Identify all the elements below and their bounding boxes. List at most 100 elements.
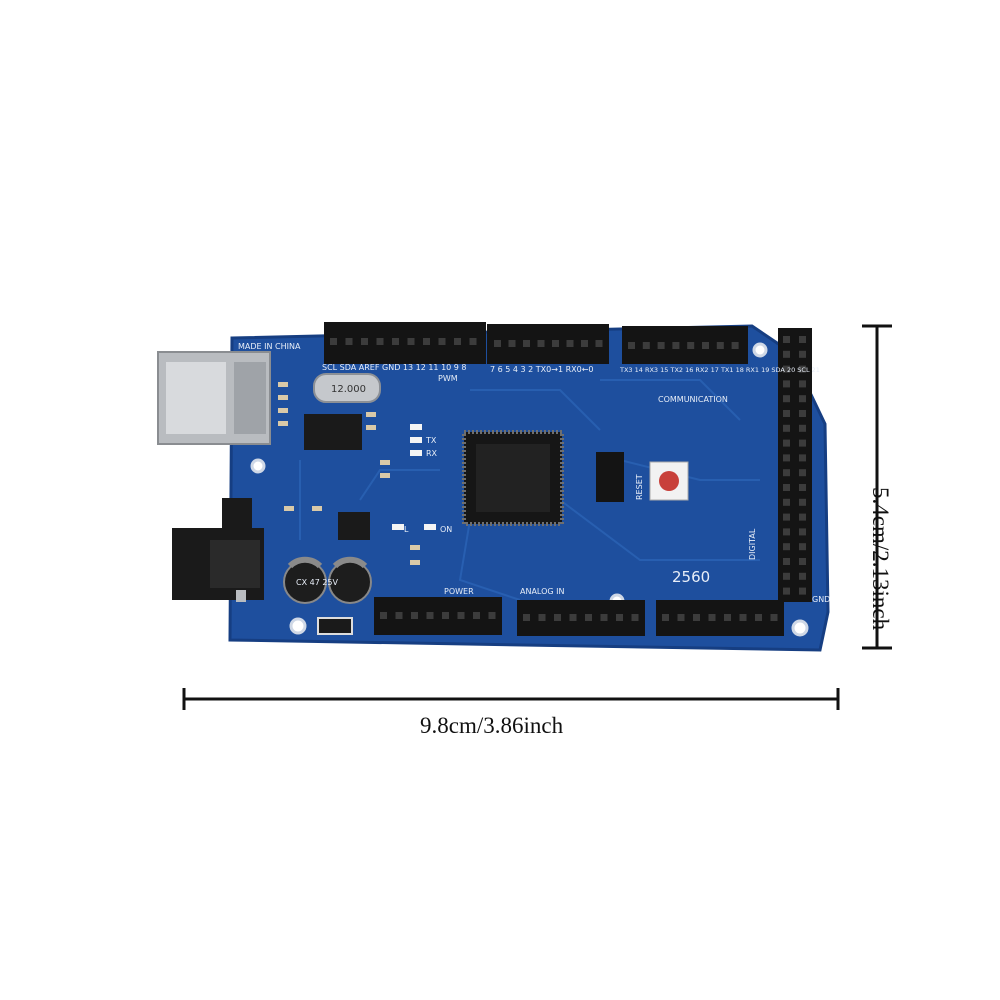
top-mid-pin-labels: 7 6 5 4 3 2 TX0→1 RX0←0 (490, 365, 594, 374)
header-pin-hole (693, 614, 700, 621)
usb-serial-ic (304, 414, 362, 450)
header-pin-hole (799, 543, 806, 551)
header-pin-hole (552, 340, 559, 347)
header-pin-hole (799, 484, 806, 491)
header-pin-hole (783, 410, 790, 417)
top-left-pin-labels: SCL SDA AREF GND 13 12 11 10 9 8 (322, 363, 467, 372)
header-pin-hole (739, 614, 747, 621)
header-pin-hole (631, 614, 639, 621)
header-pin-hole (783, 498, 790, 506)
header-pin-hole (628, 342, 635, 349)
arduino-mega-board: CX 47 25V 12.000 (157, 322, 830, 652)
header-pin-hole (662, 614, 669, 621)
reset-label: RESET (635, 474, 644, 500)
header-pin-hole (755, 614, 762, 621)
header-pin-hole (799, 336, 806, 343)
header-analog (517, 600, 645, 636)
maker-text: MADE IN CHINA (238, 342, 301, 351)
header-pin-hole (708, 614, 716, 621)
header-pin-hole (799, 424, 806, 432)
header-pin-hole (799, 439, 806, 447)
header-pin-hole (783, 380, 790, 388)
led-rx-label: RX (426, 449, 438, 458)
header-digital-double (778, 328, 812, 602)
dc-power-jack (172, 528, 264, 602)
header-pin-hole (783, 587, 790, 595)
header-pin-hole (716, 342, 724, 349)
header-analog-2 (656, 600, 784, 636)
header-pin-hole (799, 395, 806, 403)
header-pin-hole (407, 338, 415, 345)
header-pin-hole (426, 612, 434, 619)
reset-button (649, 461, 689, 501)
icsp-header (596, 452, 624, 502)
header-pin-hole (494, 340, 501, 347)
header-pin-hole (361, 338, 368, 345)
header-pin-hole (731, 342, 739, 349)
header-pin-hole (488, 612, 496, 619)
header-pin-hole (454, 338, 461, 345)
header-pin-hole (438, 338, 446, 345)
header-pin-hole (595, 340, 603, 347)
header-pin-hole (783, 454, 790, 462)
header-pin-hole (642, 342, 650, 349)
header-pin-hole (380, 612, 387, 619)
usb-connector (157, 351, 271, 445)
led-l-label: L (404, 525, 409, 534)
communication-label: COMMUNICATION (658, 395, 728, 404)
header-pin-hole (783, 558, 790, 565)
header-pin-hole (799, 350, 806, 358)
regulator-2 (222, 498, 252, 532)
header-power (374, 597, 502, 635)
pin-holes (330, 336, 806, 621)
header-pin-hole (783, 528, 790, 536)
header-pin-hole (783, 469, 790, 477)
header-pin-hole (770, 614, 778, 621)
height-dimension-label: 5.4cm/2.13inch (868, 487, 893, 631)
header-pin-hole (442, 612, 449, 619)
header-pin-hole (783, 513, 790, 521)
header-top-mid (487, 324, 609, 364)
header-pin-hole (392, 338, 399, 345)
header-pin-hole (783, 395, 790, 403)
header-pin-hole (423, 338, 430, 345)
capacitor-2 (328, 556, 372, 604)
header-pin-hole (724, 614, 731, 621)
header-pin-hole (345, 338, 353, 345)
header-pin-hole (600, 614, 608, 621)
header-pin-hole (569, 614, 577, 621)
header-pin-hole (799, 454, 806, 462)
header-pin-hole (411, 612, 418, 619)
width-dimension (182, 688, 840, 710)
crystal-oscillator: 12.000 (313, 373, 381, 403)
header-pin-hole (799, 587, 806, 595)
pcb-traces (299, 379, 760, 601)
smd-parts (278, 382, 420, 565)
model-label: 2560 (672, 568, 710, 586)
header-pin-hole (702, 342, 709, 349)
fuse (317, 617, 353, 635)
header-pin-hole (581, 340, 588, 347)
header-pin-hole (783, 350, 790, 358)
header-pin-hole (585, 614, 592, 621)
led-tx-label: TX (425, 436, 437, 445)
header-pin-hole (376, 338, 384, 345)
width-dimension-label: 9.8cm/3.86inch (420, 713, 564, 738)
svg-text:12.000: 12.000 (331, 384, 366, 395)
header-pin-hole (330, 338, 337, 345)
header-pin-hole (687, 342, 695, 349)
header-pin-hole (616, 614, 623, 621)
header-pin-hole (538, 614, 546, 621)
header-pin-hole (799, 528, 806, 536)
height-dimension (862, 324, 892, 650)
comm-pin-labels: TX3 14 RX3 15 TX2 16 RX2 17 TX1 18 RX1 1… (619, 366, 820, 374)
header-pin-hole (672, 342, 680, 349)
header-pin-hole (799, 410, 806, 417)
header-pin-hole (783, 543, 790, 551)
header-pin-hole (799, 365, 806, 373)
led-on-label: ON (440, 525, 452, 534)
atmega2560-chip (462, 430, 564, 526)
header-pin-hole (799, 380, 806, 388)
header-pin-hole (657, 342, 665, 349)
pwm-label: PWM (438, 374, 458, 383)
